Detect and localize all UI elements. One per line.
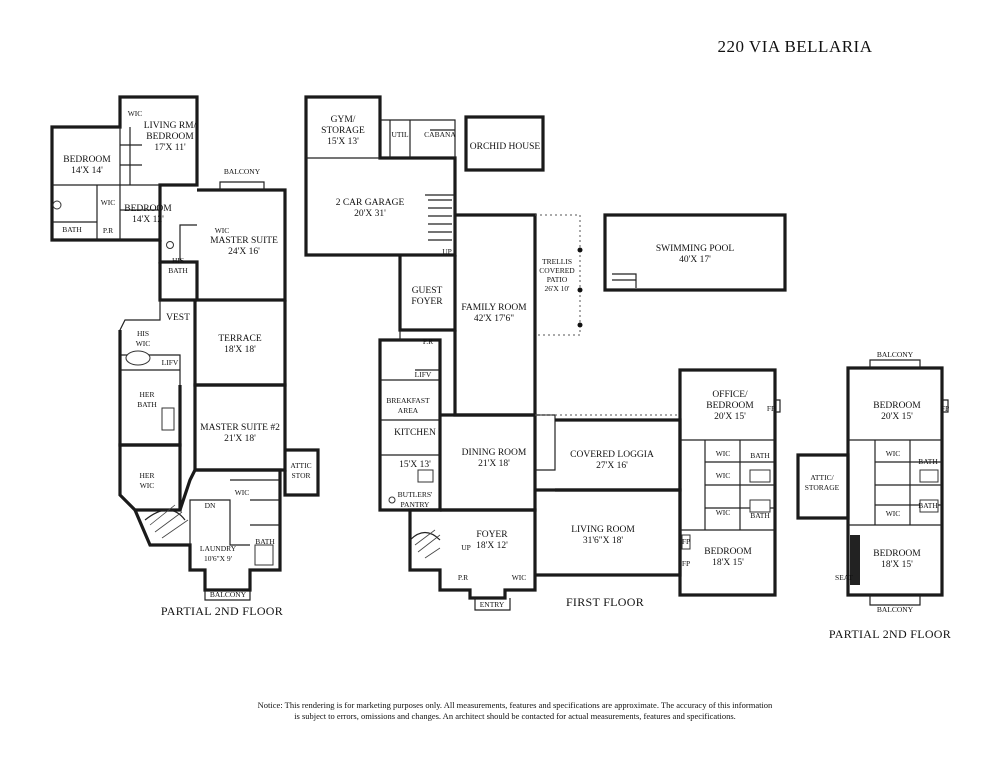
svg-text:LIFV: LIFV [415,370,432,379]
svg-text:WIC: WIC [512,573,527,582]
svg-text:BALCONY: BALCONY [877,350,914,359]
svg-text:WIC: WIC [886,509,901,518]
first-floor [304,95,787,611]
svg-text:P.R: P.R [423,337,433,346]
notice-line-1: Notice: This rendering is for marketing … [257,700,773,710]
svg-text:BATH: BATH [750,451,770,460]
svg-text:WIC: WIC [886,449,901,458]
svg-text:BATH: BATH [918,457,938,466]
left-second-floor [50,95,320,601]
svg-text:FP: FP [682,559,690,568]
svg-text:MASTER SUITE #221'X 18': MASTER SUITE #221'X 18' [200,423,280,444]
svg-text:BALCONY: BALCONY [210,590,247,599]
floor-label-right: PARTIAL 2ND FLOOR [829,627,951,641]
svg-text:WIC: WIC [128,109,143,118]
svg-text:LIFV: LIFV [162,358,179,367]
svg-text:BALCONY: BALCONY [877,605,914,614]
svg-text:SEAT: SEAT [835,573,853,582]
svg-text:DN: DN [205,501,216,510]
svg-text:BATH: BATH [62,225,82,234]
floor-label-left: PARTIAL 2ND FLOOR [161,604,283,618]
svg-text:WIC: WIC [716,508,731,517]
plan-title: 220 VIA BELLARIA [717,37,873,56]
svg-text:ENTRY: ENTRY [480,600,505,609]
svg-text:WIC: WIC [235,488,250,497]
svg-text:WIC: WIC [716,449,731,458]
svg-text:BATH: BATH [750,511,770,520]
svg-text:BALCONY: BALCONY [224,167,261,176]
room-bedroom-a-size: 14'X 14' [71,166,103,176]
svg-text:P.R: P.R [458,573,468,582]
room-bedroom-a-name: BEDROOM [63,155,111,165]
notice-line-2: is subject to errors, omissions and chan… [294,711,736,721]
svg-text:FP: FP [682,537,690,546]
svg-text:UP: UP [442,247,452,256]
floor-label-first: FIRST FLOOR [566,595,644,609]
svg-text:WIC: WIC [215,226,230,235]
svg-text:CABANA: CABANA [424,130,456,139]
svg-text:BATH: BATH [255,537,275,546]
svg-text:BATH: BATH [918,501,938,510]
right-second-floor [796,359,949,606]
svg-text:FP: FP [767,404,775,413]
svg-text:VEST: VEST [166,313,190,323]
orchid-house-label: ORCHID HOUSE [470,142,541,152]
svg-text:UP: UP [461,543,471,552]
svg-text:UTIL: UTIL [391,130,408,139]
svg-text:BUTLERS'PANTRY: BUTLERS'PANTRY [398,490,433,509]
svg-text:FP: FP [941,404,949,413]
svg-text:WIC: WIC [716,471,731,480]
svg-text:ATTIC/STORAGE: ATTIC/STORAGE [805,473,840,492]
marketing-notice: Notice: This rendering is for marketing … [220,700,810,722]
svg-text:WIC: WIC [101,198,116,207]
svg-text:P.R: P.R [103,226,113,235]
